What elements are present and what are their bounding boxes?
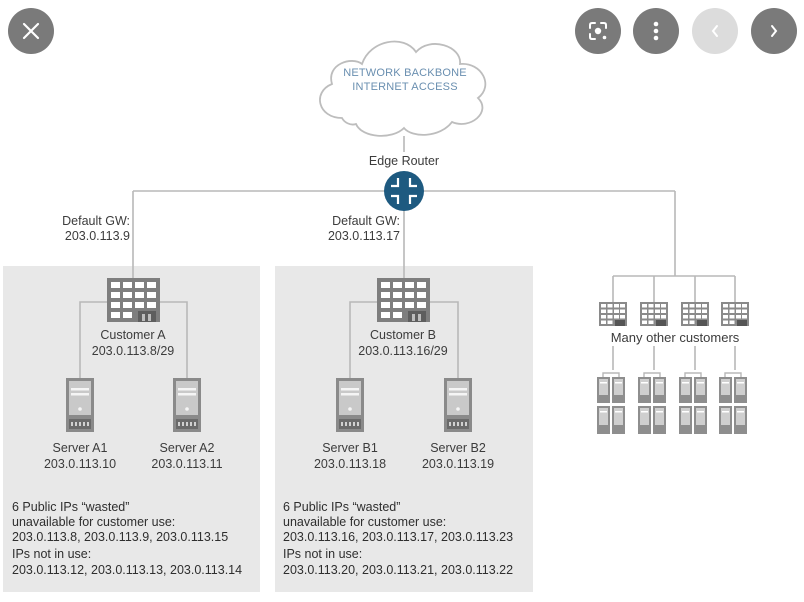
cloud-line2: INTERNET ACCESS (352, 81, 458, 93)
customer-a-gw-label: Default GW: (62, 214, 130, 228)
lens-button[interactable] (575, 8, 621, 54)
lens-icon (589, 22, 607, 40)
customer-b-wasted-title: 6 Public IPs “wasted” (283, 500, 401, 514)
customer-a-unused-title: IPs not in use: (12, 547, 92, 561)
building-icon (377, 278, 430, 322)
cloud-line1: NETWORK BACKBONE (343, 67, 467, 79)
customer-b-gw-label: Default GW: (332, 214, 400, 228)
customer-a-unused-ips: 203.0.113.12, 203.0.113.13, 203.0.113.14 (12, 563, 243, 577)
server-b2-name: Server B2 (430, 441, 486, 455)
customer-a-wasted-title: 6 Public IPs “wasted” (12, 500, 130, 514)
customer-b-wasted-sub: unavailable for customer use: (283, 515, 447, 529)
more-vertical-icon (653, 21, 659, 41)
customer-b-wasted-ips: 203.0.113.16, 203.0.113.17, 203.0.113.23 (283, 530, 514, 544)
customer-a-subnet: 203.0.113.8/29 (91, 344, 175, 358)
server-a2-ip: 203.0.113.11 (151, 457, 223, 471)
server-cluster-icon (597, 372, 625, 434)
customer-b-name: Customer B (370, 328, 436, 342)
building-icon (681, 302, 709, 326)
server-icon (444, 378, 472, 432)
customer-b-unused-title: IPs not in use: (283, 547, 363, 561)
close-icon (22, 22, 40, 40)
server-a1-name: Server A1 (52, 441, 108, 455)
more-options-button[interactable] (633, 8, 679, 54)
customer-a-wasted-sub: unavailable for customer use: (12, 515, 176, 529)
close-button[interactable] (8, 8, 54, 54)
building-icon (640, 302, 668, 326)
edge-router-label: Edge Router (368, 154, 440, 168)
server-b1-ip: 203.0.113.18 (313, 457, 387, 471)
chevron-right-icon (771, 25, 778, 37)
server-a2-name: Server A2 (159, 441, 215, 455)
server-b2-ip: 203.0.113.19 (421, 457, 495, 471)
server-cluster-icon (718, 372, 748, 435)
server-icon (336, 378, 364, 432)
chevron-left-icon (711, 25, 718, 37)
building-icon (721, 302, 749, 326)
customer-a-name: Customer A (100, 328, 166, 342)
server-icon (66, 378, 94, 432)
server-cluster-icon (678, 372, 708, 435)
other-customers-label: Many other customers (610, 330, 740, 345)
cloud-icon (319, 40, 487, 137)
customer-b-subnet: 203.0.113.16/29 (358, 344, 448, 358)
customer-b-gw-ip: 203.0.113.17 (327, 229, 400, 243)
previous-button[interactable] (692, 8, 738, 54)
customer-b-unused-ips: 203.0.113.20, 203.0.113.21, 203.0.113.22 (283, 563, 514, 577)
server-cluster-icon (637, 372, 667, 435)
router-icon (384, 171, 424, 211)
customer-a-wasted-ips: 203.0.113.8, 203.0.113.9, 203.0.113.15 (12, 530, 229, 544)
customer-a-gw-ip: 203.0.113.9 (64, 229, 130, 243)
server-icon (173, 378, 201, 432)
server-b1-name: Server B1 (322, 441, 378, 455)
building-icon (107, 278, 160, 322)
server-a1-ip: 203.0.113.10 (43, 457, 117, 471)
next-button[interactable] (751, 8, 797, 54)
building-icon (599, 302, 627, 326)
